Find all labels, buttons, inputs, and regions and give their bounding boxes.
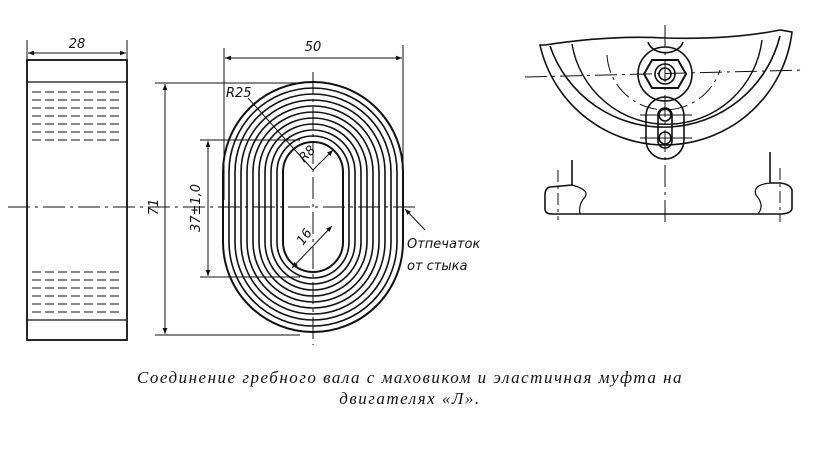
coil-ring (222, 81, 404, 333)
coil-ring (246, 105, 380, 309)
coil-ring (258, 117, 368, 297)
oval-dimensions: 50 71 37±1,0 R25 R8 16 (147, 40, 426, 336)
annotation-line2: от стыка (407, 259, 467, 274)
coil-ring (240, 99, 386, 315)
dim-r25: R25 (226, 86, 252, 101)
coupling-view (524, 25, 806, 222)
coil-ring (264, 123, 362, 291)
annotation-line1: Отпечаток (407, 237, 480, 252)
coil-ring (234, 93, 392, 321)
dim-r8: R8 (296, 143, 319, 166)
dim-50: 50 (305, 40, 322, 55)
dim-28: 28 (69, 37, 86, 52)
coil-ring (270, 129, 356, 285)
dim-37: 37±1,0 (189, 184, 204, 232)
coil-rings (222, 81, 404, 333)
caption-line1: Соединение гребного вала с маховиком и э… (136, 368, 684, 387)
coil-ring (276, 135, 350, 279)
block-side-view: 28 (26, 37, 128, 341)
dim-71: 71 (147, 199, 162, 216)
coil-ring (252, 111, 374, 303)
caption-line2: двигателях «Л». (339, 389, 481, 408)
coil-ring (228, 87, 398, 327)
